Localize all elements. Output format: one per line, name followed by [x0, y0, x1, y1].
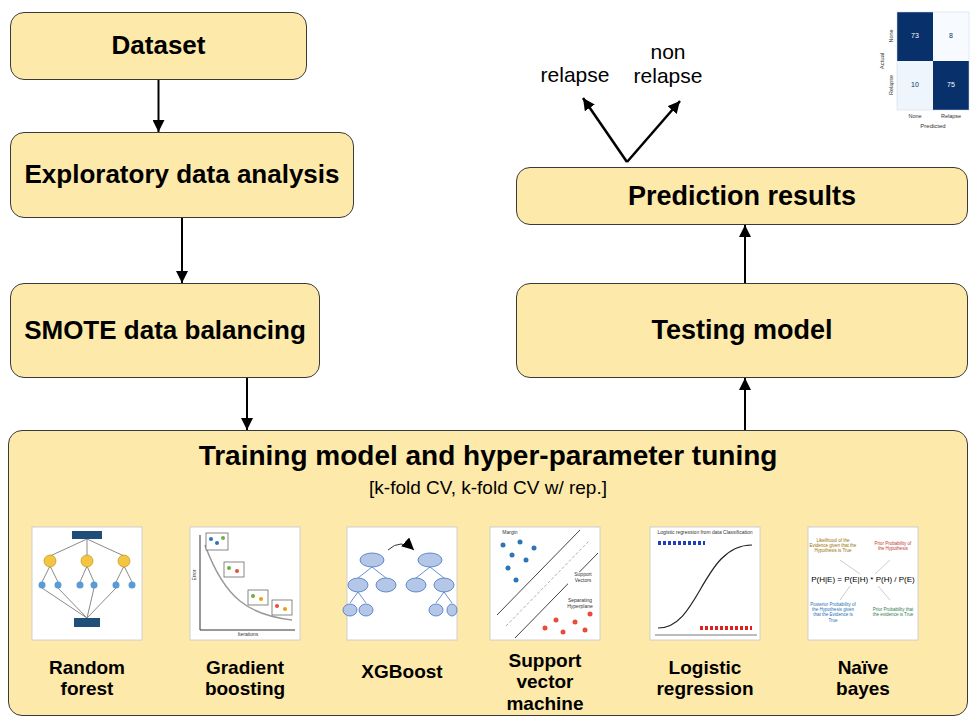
axis-tick: None [908, 113, 921, 119]
svm-figure [497, 530, 598, 638]
box-title: Training model and hyper-parameter tunin… [199, 439, 778, 473]
box-title: Exploratory data analysis [24, 159, 339, 190]
random-forest-figure [39, 531, 136, 627]
label-slot: 75 [947, 81, 955, 89]
label-slot: Random forest [32, 657, 142, 700]
label-slot: Prior Probability that the evidence is T… [871, 607, 915, 617]
label-slot: Separating Hyperplane [563, 598, 597, 610]
figure-text: Support Vectors [568, 572, 598, 584]
matrix-count: 73 [911, 32, 919, 40]
process-box: Testing model [516, 283, 968, 378]
matrix-count: 8 [949, 32, 953, 40]
flow-arrow [181, 218, 183, 283]
label-slot: Logistic regression [646, 657, 764, 700]
outcome-arrows [583, 98, 680, 162]
label-slot: None [908, 113, 921, 119]
process-box: SMOTE data balancing [10, 283, 320, 378]
box-subtitle: [k-fold CV, k-fold CV w/ rep.] [369, 477, 607, 500]
model-panels [32, 527, 918, 640]
process-box: Prediction results [516, 167, 968, 225]
label-slot: 73 [911, 32, 919, 40]
box-title: Testing model [651, 314, 832, 346]
label-slot: Support Vectors [568, 572, 598, 584]
figure-text: Prior Probability of the Hypothesis [871, 541, 915, 551]
flow-arrow [744, 225, 746, 283]
label-slot: Relapse [888, 75, 894, 95]
figure-text: Margin [502, 530, 517, 536]
label-slot: Error [192, 569, 198, 580]
figure-text: Iterations [238, 632, 259, 638]
figure-text: Error [192, 569, 198, 580]
label-slot: Naïve bayes [817, 657, 909, 700]
model-name: Naïve bayes [817, 657, 909, 700]
label-slot: 10 [911, 81, 919, 89]
model-name: Random forest [32, 657, 142, 700]
outcome-label: relapse [541, 63, 610, 87]
label-slot: Gradient boosting [189, 657, 301, 700]
figure-text: Likelihood of the Evidence given that th… [809, 538, 857, 554]
logistic-regression-figure [655, 543, 757, 635]
bayes-formula: P(H|E) = P(E|H) * P(H) / P(E) [811, 575, 915, 584]
box-title: Prediction results [628, 180, 856, 212]
label-slot: Iterations [238, 632, 259, 638]
matrix-count: 10 [911, 81, 919, 89]
xgboost-figure [343, 544, 457, 616]
process-box: Exploratory data analysis [10, 132, 354, 218]
label-slot: non relapse [628, 40, 708, 87]
label-slot: Posterior Probability of the Hypothesis … [809, 602, 857, 623]
box-title: Dataset [112, 30, 206, 61]
flow-arrow [744, 378, 746, 430]
label-slot: Actual [879, 53, 886, 70]
axis-tick: Relapse [941, 113, 961, 119]
label-slot: Logistic regression from data Classifica… [657, 530, 752, 536]
label-slot: Predicted [920, 123, 945, 130]
label-slot: XGBoost [361, 661, 442, 682]
model-name: Gradient boosting [189, 657, 301, 700]
axis-title: Actual [879, 53, 886, 70]
axis-tick: None [888, 29, 894, 42]
label-slot: P(H|E) = P(E|H) * P(H) / P(E) [811, 575, 915, 584]
label-slot: Support vector machine [495, 650, 595, 714]
figure-text: Separating Hyperplane [563, 598, 597, 610]
box-title: SMOTE data balancing [24, 315, 306, 346]
model-name: Support vector machine [495, 650, 595, 714]
confusion-matrix [897, 12, 969, 110]
label-slot: 8 [949, 32, 953, 40]
label-slot: Relapse [941, 113, 961, 119]
label-slot: Prior Probability of the Hypothesis [871, 541, 915, 551]
flow-arrow [158, 80, 160, 132]
label-slot: relapse [541, 63, 610, 87]
figure-text: Prior Probability that the evidence is T… [871, 607, 915, 617]
matrix-count: 75 [947, 81, 955, 89]
model-name: XGBoost [361, 661, 442, 682]
axis-tick: Relapse [888, 75, 894, 95]
label-slot: Margin [502, 530, 517, 536]
label-slot: None [888, 29, 894, 42]
figure-text: Posterior Probability of the Hypothesis … [809, 602, 857, 623]
model-name: Logistic regression [646, 657, 764, 700]
label-slot: Likelihood of the Evidence given that th… [809, 538, 857, 554]
outcome-label: non relapse [628, 40, 708, 87]
axis-title: Predicted [920, 123, 945, 130]
flow-arrow [246, 378, 248, 430]
figure-text: Logistic regression from data Classifica… [657, 530, 752, 536]
process-box: Dataset [10, 12, 307, 80]
gradient-boosting-figure [200, 533, 295, 630]
